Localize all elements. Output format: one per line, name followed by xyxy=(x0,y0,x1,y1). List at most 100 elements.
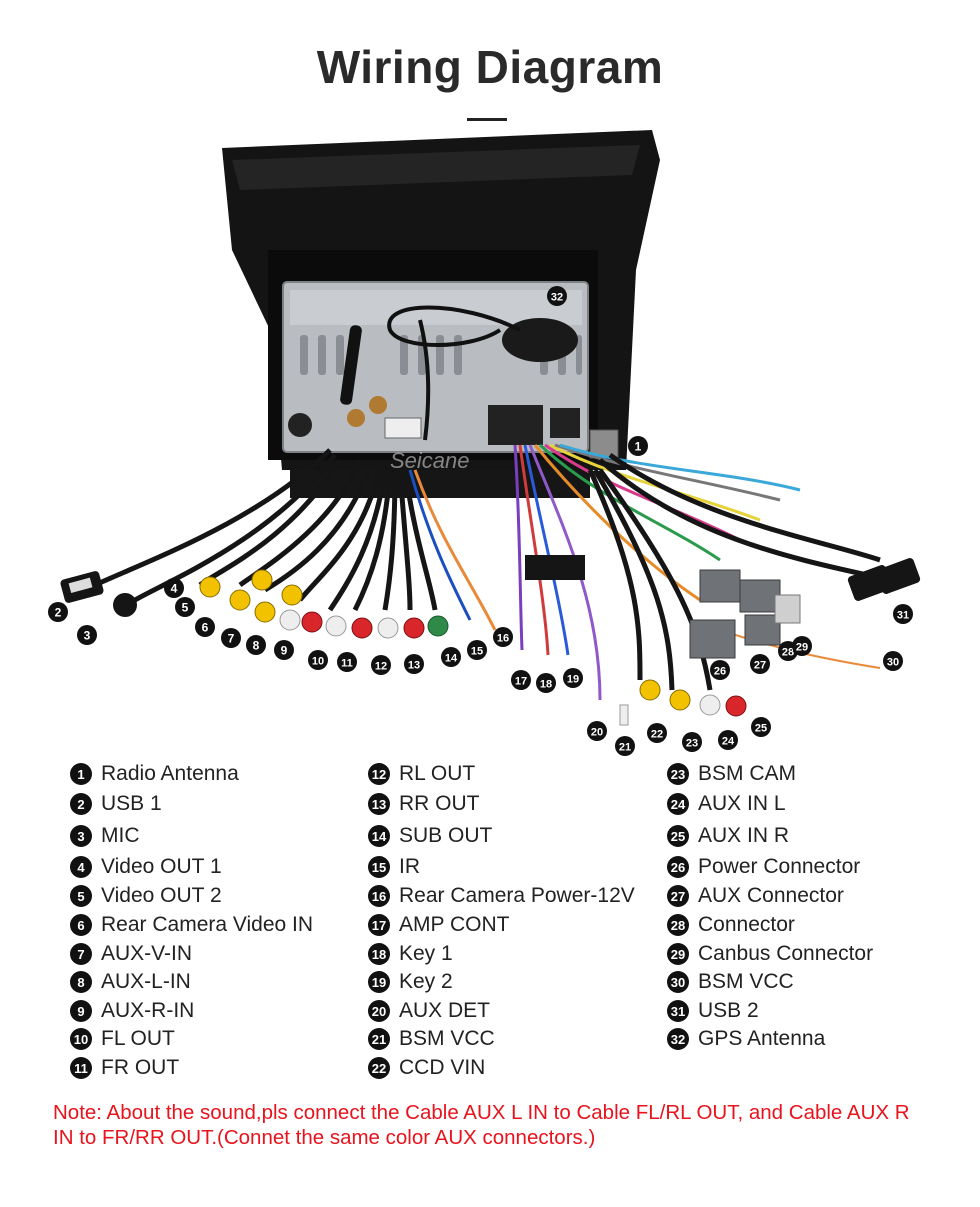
callout-badge xyxy=(718,730,738,750)
callout-number: 7 xyxy=(228,632,235,646)
watermark: Seicane xyxy=(390,448,470,473)
callout-number: 23 xyxy=(686,738,698,750)
callout-number: 20 xyxy=(591,727,603,739)
callout-number: 26 xyxy=(714,666,726,678)
legend-label: FL OUT xyxy=(101,1027,175,1050)
legend-item: 21 BSM VCC xyxy=(368,1025,495,1053)
legend-number-badge: 27 xyxy=(667,885,689,907)
legend-number-badge: 5 xyxy=(70,885,92,907)
callout-number: 22 xyxy=(651,729,663,741)
callout-badge xyxy=(493,627,513,647)
legend-label: USB 1 xyxy=(101,792,162,815)
legend-item: 1 Radio Antenna xyxy=(70,760,239,788)
callout-badge xyxy=(536,673,556,693)
title-divider xyxy=(467,118,507,121)
legend-item: 31 USB 2 xyxy=(667,997,759,1025)
legend-number-badge: 13 xyxy=(368,793,390,815)
legend-number-badge: 31 xyxy=(667,1000,689,1022)
legend-item: 14 SUB OUT xyxy=(368,822,492,850)
callout-badge xyxy=(628,436,648,456)
legend-number-badge: 2 xyxy=(70,793,92,815)
callout-number: 12 xyxy=(375,661,387,673)
legend-number-badge: 9 xyxy=(70,1000,92,1022)
legend-number-badge: 11 xyxy=(70,1057,92,1079)
legend-label: BSM VCC xyxy=(399,1027,495,1050)
callout-badge xyxy=(792,636,812,656)
rca-connectors-left xyxy=(199,569,449,639)
callout-badge xyxy=(404,654,424,674)
callout-badge xyxy=(221,628,241,648)
mic-plug xyxy=(113,593,137,617)
legend-number-badge: 14 xyxy=(368,825,390,847)
legend-label: GPS Antenna xyxy=(698,1027,826,1050)
rca-connectors-right xyxy=(639,679,747,717)
legend-number-badge: 28 xyxy=(667,914,689,936)
usb-2-plug-b xyxy=(875,558,921,594)
legend-label: MIC xyxy=(101,824,140,847)
callout-number: 14 xyxy=(445,653,458,665)
callout-badge xyxy=(615,736,635,756)
legend-label: Radio Antenna xyxy=(101,762,239,785)
legend-number-badge: 16 xyxy=(368,885,390,907)
legend-label: Connector xyxy=(698,913,795,936)
callout-number: 18 xyxy=(540,679,552,691)
callout-number: 24 xyxy=(722,736,735,748)
callout-badge xyxy=(547,286,567,306)
legend-item: 3 MIC xyxy=(70,822,140,850)
legend-number-badge: 21 xyxy=(368,1028,390,1050)
legend-number-badge: 29 xyxy=(667,943,689,965)
gps-antenna xyxy=(502,318,578,362)
legend-number-badge: 20 xyxy=(368,1000,390,1022)
callout-number: 13 xyxy=(408,660,420,672)
callout-badge xyxy=(175,597,195,617)
callout-number: 2 xyxy=(55,606,62,620)
legend-item: 27 AUX Connector xyxy=(667,882,844,910)
legend-label: USB 2 xyxy=(698,999,759,1022)
legend-number-badge: 3 xyxy=(70,825,92,847)
note-text: Note: About the sound,pls connect the Ca… xyxy=(53,1101,910,1149)
head-unit-frame-highlight xyxy=(232,145,640,190)
callout-badge xyxy=(682,732,702,752)
callout-number: 30 xyxy=(887,657,899,669)
legend-label: AUX-V-IN xyxy=(101,942,193,965)
callout-badge xyxy=(893,604,913,624)
legend-number-badge: 23 xyxy=(667,763,689,785)
callout-number: 4 xyxy=(171,582,178,596)
legend-number-badge: 1 xyxy=(70,763,92,785)
legend-label: SUB OUT xyxy=(399,824,493,847)
legend-number-badge: 19 xyxy=(368,971,390,993)
callout-number: 9 xyxy=(281,644,288,658)
legend-number-badge: 12 xyxy=(368,763,390,785)
legend-item: 28 Connector xyxy=(667,911,795,939)
callout-badge xyxy=(751,717,771,737)
legend-label: AUX Connector xyxy=(698,884,844,907)
callout-badge xyxy=(77,625,97,645)
callout-number: 16 xyxy=(497,633,509,645)
right-wire-harness xyxy=(513,443,891,701)
page-title: Wiring Diagram xyxy=(316,41,664,93)
legend-label: AUX-R-IN xyxy=(101,999,195,1022)
callout-number: 32 xyxy=(551,292,563,304)
legend-label: Video OUT 1 xyxy=(101,855,222,878)
legend-label: Power Connector xyxy=(698,855,861,878)
legend-label: AMP CONT xyxy=(399,913,510,936)
legend-number-badge: 24 xyxy=(667,793,689,815)
callout-badge xyxy=(371,655,391,675)
callout-number: 1 xyxy=(635,440,642,454)
callout-number: 25 xyxy=(755,723,767,735)
legend-number-badge: 6 xyxy=(70,914,92,936)
wifi-antenna xyxy=(340,325,362,405)
